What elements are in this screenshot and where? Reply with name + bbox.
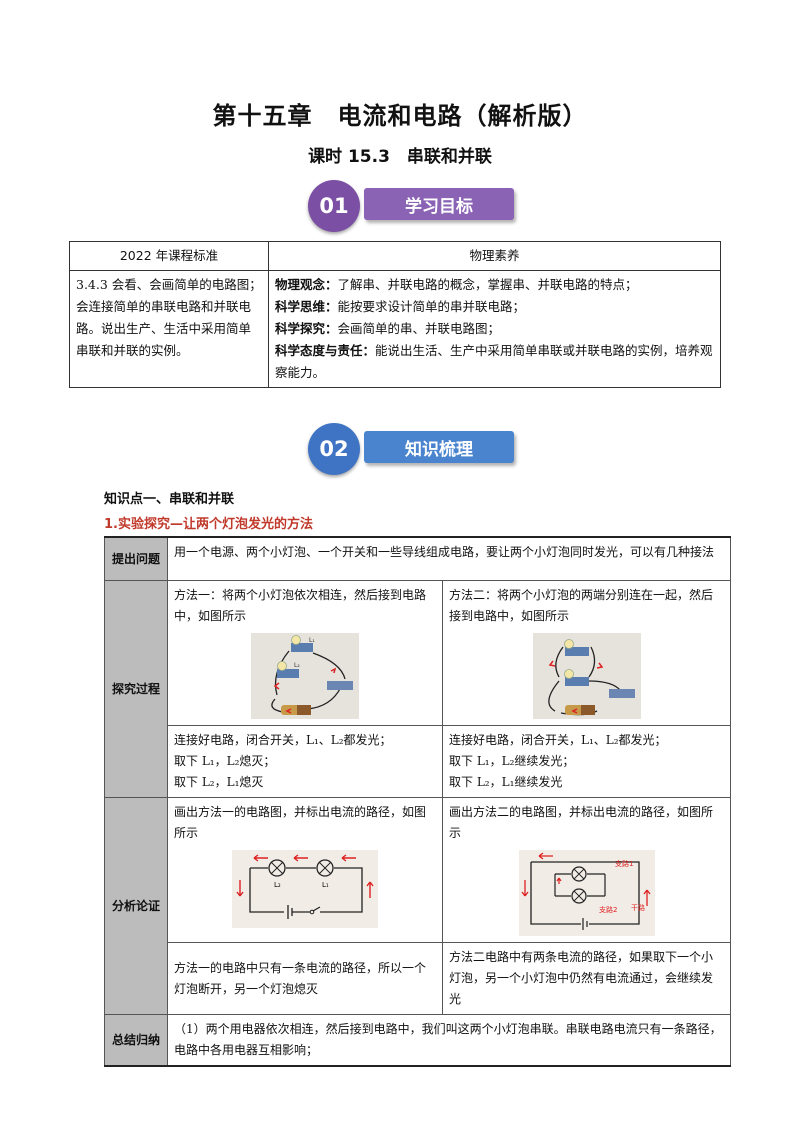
- summary-text: （1）两个用电器依次相连，然后接到电路中，我们叫这两个小灯泡串联。串联电路电流只…: [167, 1014, 731, 1067]
- method1-cell: 方法一：将两个小灯泡依次相连，然后接到电路中，如图所示 L₁ L₂: [167, 580, 443, 726]
- draw1-text: 画出方法一的电路图，并标出电流的路径，如图所示: [174, 805, 427, 840]
- subsection-heading: 1.实验探究—让两个灯泡发光的方法: [104, 517, 313, 532]
- goals-header-literacy: 物理素养: [268, 241, 721, 271]
- observation-line: 取下 L₁，L₂熄灭；: [174, 754, 276, 768]
- lesson-subtitle: 课时 15.3 串联和并联: [308, 147, 492, 167]
- label-summary: 总结归纳: [104, 1014, 168, 1067]
- draw2-cell: 画出方法二的电路图，并标出电流的路径，如图所示 支路1 支路2 干路: [442, 797, 731, 943]
- observation-line: 取下 L₂，L₁继续发光: [449, 775, 563, 789]
- goals-table: 2022 年课程标准 物理素养 3.4.3 会看、会画简单的电路图；会连接简单的…: [69, 241, 721, 388]
- observation-line: 连接好电路，闭合开关，L₁、L₂都发光；: [449, 733, 667, 747]
- method1-text: 方法一：将两个小灯泡依次相连，然后接到电路中，如图所示: [174, 588, 427, 623]
- banner-number: 01: [308, 180, 360, 232]
- observation-line: 取下 L₁，L₂继续发光；: [449, 754, 575, 768]
- bulb-label: L₁: [309, 637, 315, 644]
- banner-number: 02: [308, 423, 360, 475]
- literacy-item: 科学探究：会画简单的串、并联电路图；: [275, 321, 501, 336]
- observation-line: 取下 L₂，L₁熄灭: [174, 775, 264, 789]
- bulb-label: L₁: [322, 881, 329, 889]
- goals-standard-text: 3.4.3 会看、会画简单的电路图；会连接简单的串联电路和并联电路。说出生产、生…: [69, 270, 269, 388]
- literacy-item: 科学思维：能按要求设计简单的串并联电路；: [275, 299, 526, 314]
- label-question: 提出问题: [104, 536, 168, 581]
- method2-cell: 方法二：将两个小灯泡的两端分别连在一起，然后接到电路中，如图所示: [442, 580, 731, 726]
- experiment-table: 提出问题 用一个电源、两个小灯泡、一个开关和一些导线组成电路，要让两个小灯泡同时…: [104, 536, 731, 1067]
- method1-observations: 连接好电路，闭合开关，L₁、L₂都发光； 取下 L₁，L₂熄灭； 取下 L₂，L…: [167, 725, 443, 798]
- method2-text: 方法二：将两个小灯泡的两端分别连在一起，然后接到电路中，如图所示: [449, 588, 714, 623]
- question-text: 用一个电源、两个小灯泡、一个开关和一些导线组成电路，要让两个小灯泡同时发光，可以…: [167, 536, 731, 581]
- observation-line: 连接好电路，闭合开关，L₁、L₂都发光；: [174, 733, 392, 747]
- series-circuit-diagram: L₂ L₁: [232, 850, 378, 928]
- banner-label: 学习目标: [364, 188, 514, 220]
- banner-label: 知识梳理: [364, 431, 514, 463]
- trunk-label: 干路: [631, 903, 645, 912]
- series-circuit-photo: L₁ L₂: [251, 633, 359, 719]
- goals-header-standard: 2022 年课程标准: [69, 241, 269, 271]
- banner-knowledge-review: 02 知识梳理: [308, 423, 518, 475]
- method2-observations: 连接好电路，闭合开关，L₁、L₂都发光； 取下 L₁，L₂继续发光； 取下 L₂…: [442, 725, 731, 798]
- page-title: 第十五章 电流和电路（解析版）: [212, 102, 588, 130]
- draw1-cell: 画出方法一的电路图，并标出电流的路径，如图所示 L₂ L₁: [167, 797, 443, 943]
- concl2-text: 方法二电路中有两条电流的路径，如果取下一个小灯泡，另一个小灯泡中仍然有电流通过，…: [442, 942, 731, 1015]
- goals-literacy-cell: 物理观念：了解串、并联电路的概念，掌握串、并联电路的特点； 科学思维：能按要求设…: [268, 270, 721, 388]
- literacy-item: 物理观念：了解串、并联电路的概念，掌握串、并联电路的特点；: [275, 277, 638, 292]
- parallel-circuit-photo: [532, 633, 641, 719]
- banner-learning-goals: 01 学习目标: [308, 180, 518, 232]
- section-heading: 知识点一、串联和并联: [104, 492, 235, 507]
- concl1-text: 方法一的电路中只有一条电流的路径，所以一个灯泡断开，另一个灯泡熄灭: [167, 942, 443, 1015]
- label-process: 探究过程: [104, 580, 168, 798]
- branch-label: 支路1: [615, 859, 633, 868]
- label-analysis: 分析论证: [104, 797, 168, 1015]
- bulb-label: L₂: [274, 881, 281, 889]
- bulb-label: L₂: [294, 662, 300, 669]
- branch-label: 支路2: [599, 905, 617, 914]
- parallel-circuit-diagram: 支路1 支路2 干路: [518, 850, 655, 936]
- literacy-item: 科学态度与责任：能说出生活、生产中采用简单串联或并联电路的实例，培养观察能力。: [275, 343, 713, 380]
- draw2-text: 画出方法二的电路图，并标出电流的路径，如图所示: [449, 805, 714, 840]
